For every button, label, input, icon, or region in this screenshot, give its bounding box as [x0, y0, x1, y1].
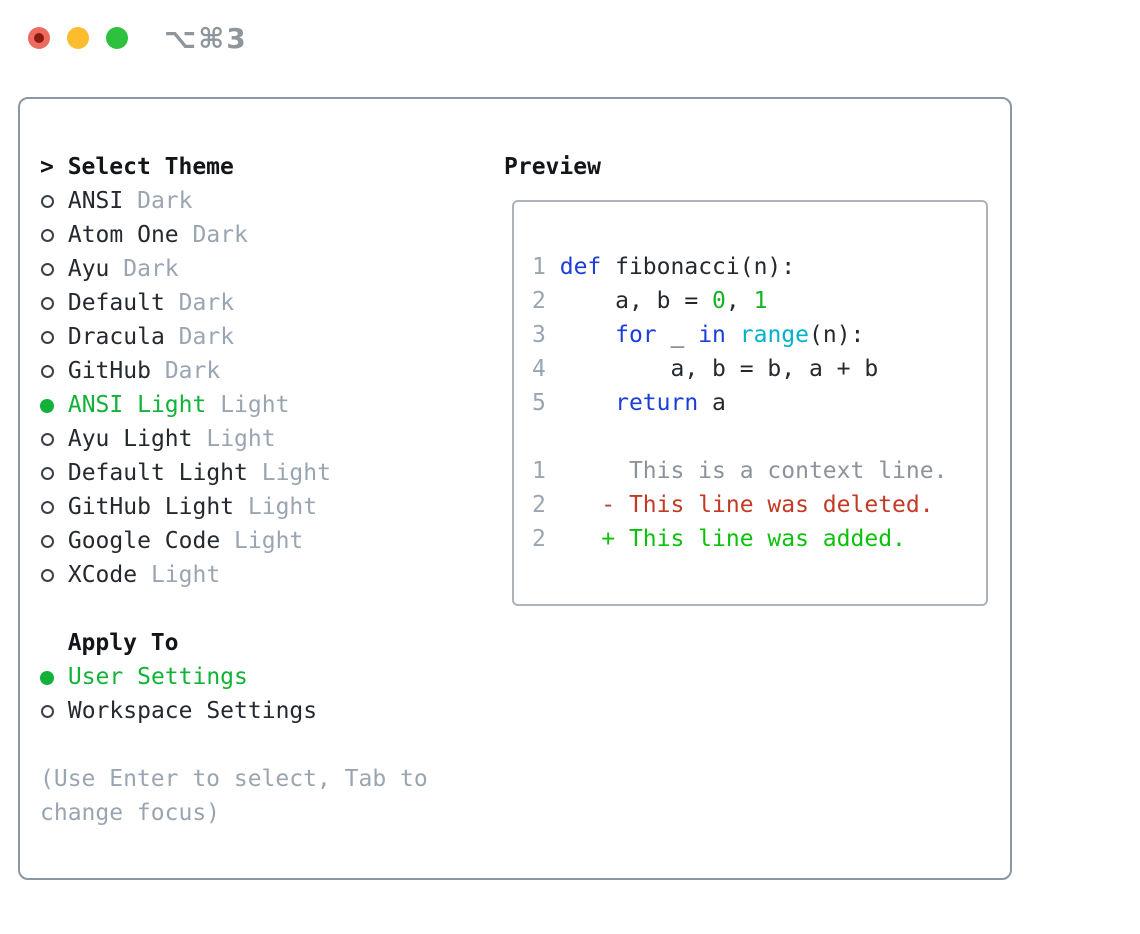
theme-name: ANSI Light — [67, 392, 207, 418]
theme-option[interactable]: Google Code Light — [40, 524, 331, 558]
theme-variant: Dark — [123, 256, 179, 282]
theme-name: Google Code — [67, 528, 221, 554]
theme-name: Default Light — [67, 460, 248, 486]
theme-option[interactable]: Default Light Light — [40, 456, 331, 490]
code-line: 4 a, b = b, a + b — [532, 356, 879, 382]
theme-option[interactable]: Ayu Dark — [40, 252, 331, 286]
theme-variant: Light — [220, 392, 290, 418]
apply-option-label: User Settings — [67, 664, 248, 690]
theme-list: > Select Theme ANSI Dark Atom One Dark A… — [40, 150, 331, 592]
theme-option[interactable]: ANSI Light Light — [40, 388, 331, 422]
radio-icon — [40, 457, 54, 491]
theme-variant: Dark — [178, 290, 235, 316]
titlebar: ⌥⌘3 — [0, 0, 1140, 76]
apply-to-header: Apply To — [67, 630, 179, 656]
code-line: 5 return a — [532, 390, 726, 416]
theme-variant: Dark — [137, 188, 193, 214]
zoom-button[interactable] — [106, 27, 128, 49]
theme-name: GitHub — [67, 358, 151, 384]
radio-icon — [40, 287, 54, 321]
apply-options: User Settings Workspace Settings — [40, 660, 317, 728]
radio-icon — [40, 525, 54, 559]
theme-name: Default — [67, 290, 165, 316]
code-line: 2 a, b = 0, 1 — [532, 288, 768, 314]
help-text: (Use Enter to select, Tab to change focu… — [40, 766, 428, 826]
radio-icon — [40, 355, 54, 389]
close-button[interactable] — [28, 27, 50, 49]
theme-option[interactable]: ANSI Dark — [40, 184, 331, 218]
theme-variant: Light — [247, 494, 318, 520]
select-theme-header: > Select Theme — [40, 150, 331, 184]
radio-icon — [40, 253, 54, 287]
code-line: 3 for _ in range(n): — [532, 322, 865, 348]
terminal-panel: > Select Theme ANSI Dark Atom One Dark A… — [18, 97, 1012, 880]
theme-option[interactable]: Default Dark — [40, 286, 331, 320]
code-line — [532, 420, 986, 454]
minimize-button[interactable] — [67, 27, 89, 49]
radio-icon — [40, 423, 54, 457]
code-line: 2 - This line was deleted. — [532, 492, 934, 518]
theme-variant: Dark — [178, 324, 235, 350]
theme-option[interactable]: GitHub Light Light — [40, 490, 331, 524]
theme-name: Ayu Light — [67, 426, 193, 452]
apply-option[interactable]: Workspace Settings — [40, 694, 317, 728]
theme-name: Ayu — [67, 256, 110, 282]
select-theme-title: Select Theme — [67, 154, 234, 180]
radio-selected-icon — [40, 389, 54, 423]
apply-option-label: Workspace Settings — [67, 698, 318, 724]
theme-variant: Light — [234, 528, 304, 554]
theme-variant: Light — [206, 426, 276, 452]
window-title-shortcut: ⌥⌘3 — [164, 22, 248, 55]
close-dot-icon — [34, 33, 44, 43]
theme-variant: Light — [261, 460, 331, 486]
theme-name: Atom One — [67, 222, 179, 248]
code-line: 2 + This line was added. — [532, 526, 906, 552]
theme-name: XCode — [67, 562, 138, 588]
theme-variant: Dark — [164, 358, 221, 384]
radio-icon — [40, 185, 54, 219]
preview-pane: 1 def fibonacci(n): 2 a, b = 0, 1 3 for _ … — [512, 200, 988, 606]
theme-options: ANSI Dark Atom One Dark Ayu Dark Default… — [40, 184, 331, 592]
radio-icon — [40, 559, 54, 593]
radio-icon — [40, 219, 54, 253]
prompt-icon: > — [40, 154, 68, 180]
theme-name: GitHub Light — [67, 494, 235, 520]
apply-to-section: Apply To User Settings Workspace Setting… — [40, 626, 317, 728]
theme-name: Dracula — [67, 324, 165, 350]
radio-icon — [40, 695, 54, 729]
preview-title: Preview — [504, 154, 601, 180]
theme-variant: Dark — [192, 222, 248, 248]
theme-option[interactable]: GitHub Dark — [40, 354, 331, 388]
radio-icon — [40, 491, 54, 525]
theme-variant: Light — [150, 562, 221, 588]
radio-icon — [40, 321, 54, 355]
radio-selected-icon — [40, 661, 54, 695]
code-line: 1 This is a context line. — [532, 458, 948, 484]
theme-option[interactable]: Ayu Light Light — [40, 422, 331, 456]
theme-option[interactable]: XCode Light — [40, 558, 331, 592]
preview-code: 1 def fibonacci(n): 2 a, b = 0, 1 3 for _ … — [532, 250, 986, 556]
theme-name: ANSI — [67, 188, 124, 214]
theme-option[interactable]: Dracula Dark — [40, 320, 331, 354]
code-line: 1 def fibonacci(n): — [532, 254, 796, 280]
theme-option[interactable]: Atom One Dark — [40, 218, 331, 252]
apply-option[interactable]: User Settings — [40, 660, 317, 694]
